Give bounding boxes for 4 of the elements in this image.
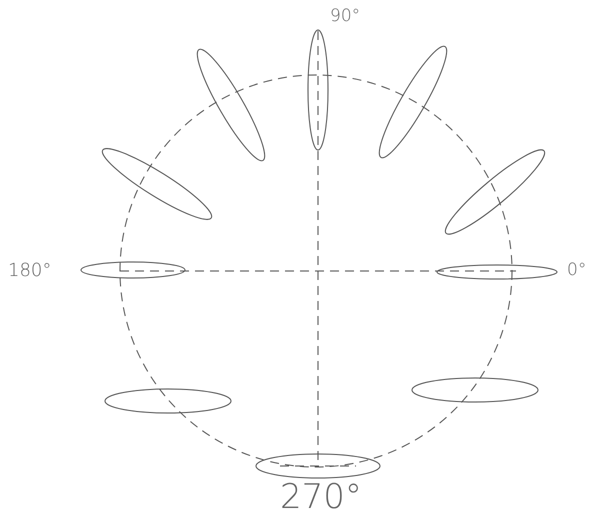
angle-label: 270°	[280, 480, 362, 514]
angle-label: 90°	[330, 8, 360, 25]
angle-label: 0°	[567, 262, 586, 279]
angle-label: 180°	[8, 262, 52, 280]
